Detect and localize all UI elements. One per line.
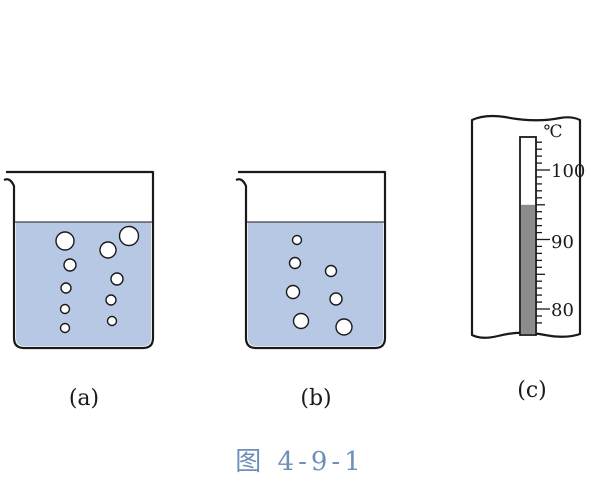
bubble — [118, 225, 140, 247]
tick-label-80: 80 — [551, 300, 574, 321]
beaker-b-water — [248, 222, 383, 346]
thermometer-scale — [536, 141, 550, 324]
bubble — [99, 241, 117, 259]
thermometer: ℃ 100 90 80 — [470, 114, 585, 339]
thermometer-unit: ℃ — [543, 122, 562, 142]
bubble — [63, 258, 77, 272]
beaker-a-bubbles — [55, 225, 140, 334]
bubble — [292, 312, 310, 330]
label-c: (c) — [517, 378, 547, 403]
bubble — [288, 256, 302, 270]
tick-label-90: 90 — [551, 232, 574, 253]
bubble — [335, 318, 353, 336]
beaker-b-bubbles — [285, 234, 353, 336]
beaker-a-water — [16, 222, 151, 346]
beaker-b-outline — [235, 170, 387, 350]
beaker-a — [3, 170, 155, 350]
bubble — [105, 294, 117, 306]
figure-caption: 图 4-9-1 — [235, 447, 364, 477]
bubble — [324, 264, 338, 278]
bubble — [60, 282, 72, 294]
bubble — [285, 284, 301, 300]
bubble — [110, 272, 124, 286]
bubble — [55, 231, 75, 251]
label-b: (b) — [300, 386, 331, 411]
beaker-b — [235, 170, 387, 350]
bubble — [106, 315, 118, 327]
label-a: (a) — [69, 386, 99, 411]
bubble — [59, 303, 71, 315]
tick-label-100: 100 — [551, 161, 585, 182]
bubble — [329, 292, 343, 306]
beaker-a-outline — [3, 170, 155, 350]
bubble — [291, 234, 303, 246]
bubble — [59, 322, 71, 334]
mercury-column — [521, 204, 535, 335]
